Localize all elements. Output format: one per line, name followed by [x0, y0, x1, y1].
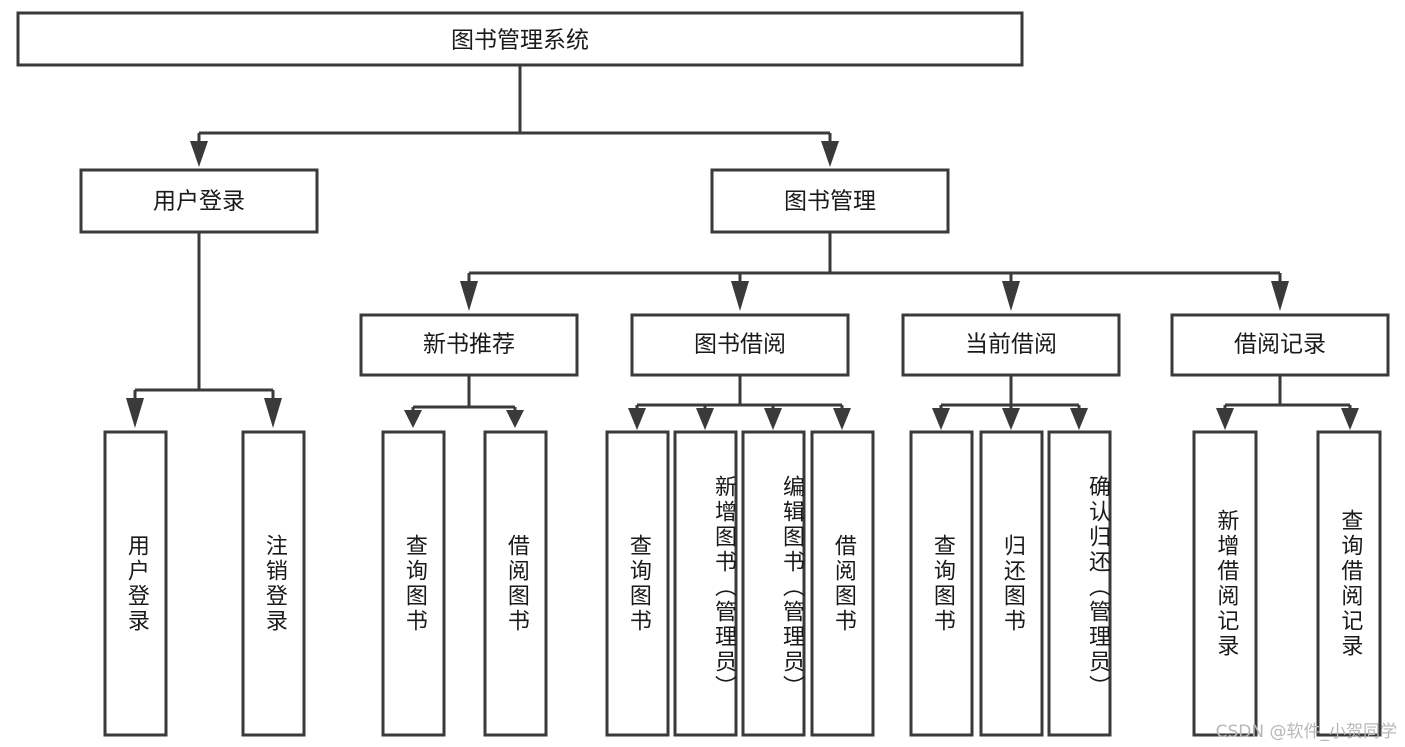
arrow-head-leaf-bookborrow-2 — [696, 408, 714, 430]
leaf-box-currentborrow-2[interactable] — [979, 430, 1044, 737]
node-box-new-book-recommend[interactable] — [359, 313, 579, 377]
arrow-head-to-borrow-record — [1271, 281, 1289, 311]
node-label-book-borrow: 图书借阅 — [694, 332, 786, 358]
leaf-box-bookborrow-2[interactable] — [673, 430, 738, 737]
arrow-head-to-new-book — [460, 281, 478, 311]
arrow-head-leaf-user-login-1 — [126, 398, 144, 428]
arrow-head-leaf-borrowrecord-2 — [1341, 408, 1359, 430]
leaf-box-bookborrow-1[interactable] — [605, 430, 670, 737]
node-box-borrow-record[interactable] — [1170, 313, 1390, 377]
leaf-box-newbook-1[interactable] — [381, 430, 446, 737]
node-label-root: 图书管理系统 — [451, 28, 589, 54]
leaf-box-user-login-2[interactable] — [241, 430, 306, 737]
leaf-box-borrowrecord-2[interactable] — [1316, 430, 1382, 737]
arrow-head-to-user-login — [190, 141, 208, 167]
leaf-box-borrowrecord-1[interactable] — [1192, 430, 1258, 737]
node-label-current-borrow: 当前借阅 — [965, 332, 1057, 358]
arrow-head-leaf-currentborrow-2 — [1002, 408, 1020, 430]
watermark-text: CSDN @软件_小贺同学 — [1215, 722, 1397, 742]
node-box-root[interactable] — [16, 11, 1024, 67]
node-label-book-management: 图书管理 — [784, 189, 876, 215]
leaf-box-currentborrow-3[interactable] — [1047, 430, 1112, 737]
arrow-head-to-book-borrow — [731, 281, 749, 311]
arrow-head-to-book-mgmt — [821, 141, 839, 167]
leaf-box-bookborrow-3[interactable] — [741, 430, 806, 737]
node-box-book-borrow[interactable] — [630, 313, 850, 377]
node-label-user-login: 用户登录 — [153, 189, 245, 215]
arrow-head-leaf-newbook-2 — [506, 410, 524, 428]
leaf-box-newbook-2[interactable] — [483, 430, 548, 737]
node-label-borrow-record: 借阅记录 — [1234, 332, 1326, 358]
arrow-head-to-current-borrow — [1002, 281, 1020, 311]
arrow-head-leaf-bookborrow-1 — [628, 408, 646, 430]
arrow-head-leaf-bookborrow-3 — [764, 408, 782, 430]
leaf-box-bookborrow-4[interactable] — [810, 430, 875, 737]
leaf-box-user-login-1[interactable] — [103, 430, 168, 737]
node-label-new-book-recommend: 新书推荐 — [423, 332, 515, 358]
arrow-head-leaf-currentborrow-1 — [932, 408, 950, 430]
leaf-box-currentborrow-1[interactable] — [909, 430, 974, 737]
arrow-head-leaf-newbook-1 — [404, 410, 422, 428]
arrow-head-leaf-borrowrecord-1 — [1216, 408, 1234, 430]
node-box-book-management[interactable] — [710, 168, 950, 234]
arrow-head-leaf-user-login-2 — [264, 398, 282, 428]
arrow-head-leaf-bookborrow-4 — [833, 408, 851, 430]
node-box-current-borrow[interactable] — [901, 313, 1121, 377]
arrow-head-leaf-currentborrow-3 — [1070, 408, 1088, 430]
